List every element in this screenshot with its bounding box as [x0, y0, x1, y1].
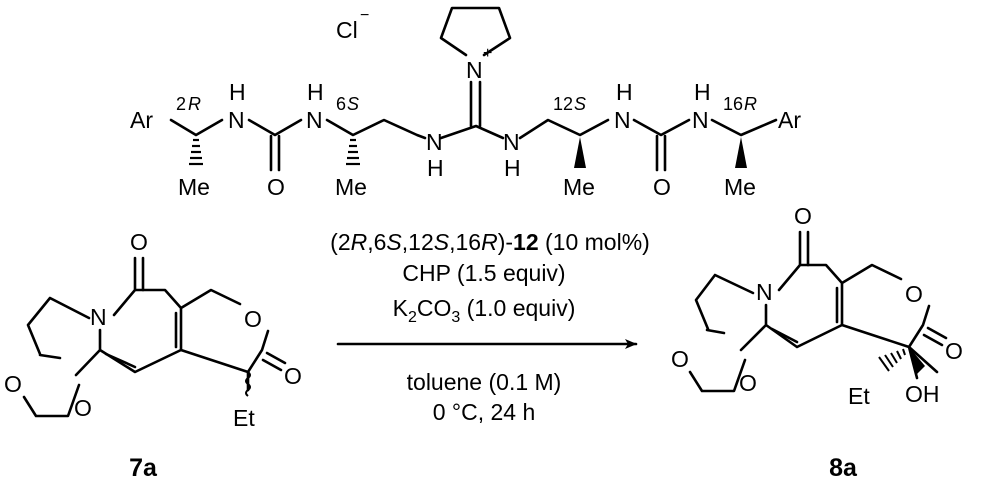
aryl-right: Ar	[778, 107, 801, 133]
hashed-bond-6S	[346, 138, 360, 166]
product-ketal-oxygen-1: O	[671, 346, 689, 372]
nh6-nitrogen: N	[692, 107, 709, 133]
reactant-ester-oxygen: O	[284, 363, 302, 389]
urea-right-oxygen: O	[653, 174, 671, 200]
product-hydroxyl: OH	[905, 381, 940, 407]
aryl-left: Ar	[130, 107, 153, 133]
catalyst-loading-line: (2R,6S,12S,16R)-12 (10 mol%)	[330, 229, 650, 255]
product-ethyl-hash	[878, 348, 906, 372]
product-ester-oxygen: O	[945, 338, 963, 364]
reactant-skeleton	[22, 256, 270, 418]
wedge-bond-16R	[735, 137, 747, 168]
nh3-nitrogen: N	[426, 129, 443, 155]
locant-2-configuration: R	[188, 94, 201, 114]
reactant-carbonyl-oxygen: O	[130, 229, 148, 255]
product-ketal-oxygen-2: O	[739, 370, 757, 396]
urea-left-oxygen: O	[267, 174, 285, 200]
locant-6-configuration: S	[347, 94, 359, 114]
chloride-charge: −	[360, 7, 369, 24]
reactant-structure: O N O O O O Et 7a	[4, 229, 302, 482]
product-skeleton	[688, 230, 939, 393]
temperature-time-line: 0 °C, 24 h	[433, 399, 536, 425]
nh2-nitrogen: N	[306, 107, 323, 133]
wavy-bond	[245, 371, 251, 397]
nh1-hydrogen: H	[229, 79, 246, 105]
product-ethyl: Et	[848, 383, 870, 409]
hashed-bond-2R	[189, 138, 203, 166]
locant-12-number: 12	[553, 94, 573, 114]
locant-6-number: 6	[336, 94, 346, 114]
reactant-ketal-oxygen-1: O	[4, 371, 22, 397]
reactant-ring-nitrogen: N	[90, 304, 107, 330]
reactant-ethyl: Et	[233, 405, 255, 431]
pyrrolidinium-ring	[439, 6, 512, 57]
reactant-label: 7a	[129, 454, 158, 482]
nh3-hydrogen: H	[427, 155, 444, 181]
nh5-nitrogen: N	[614, 107, 631, 133]
product-label: 8a	[829, 454, 858, 482]
nh4-nitrogen: N	[503, 129, 520, 155]
base-line: K2CO3 (1.0 equiv)	[393, 295, 576, 326]
product-carbonyl-oxygen: O	[794, 203, 812, 229]
pyrrolidinium-charge: +	[483, 45, 492, 62]
product-oh-wedge	[909, 347, 925, 374]
methyl-2R: Me	[178, 174, 210, 200]
reaction-conditions: (2R,6S,12S,16R)-12 (10 mol%) CHP (1.5 eq…	[330, 229, 650, 425]
methyl-6S: Me	[335, 174, 367, 200]
methyl-16R: Me	[724, 174, 756, 200]
oxidant-line: CHP (1.5 equiv)	[402, 260, 565, 286]
reactant-ketal-oxygen-2: O	[74, 395, 92, 421]
solvent-line: toluene (0.1 M)	[407, 369, 562, 395]
product-ring-nitrogen: N	[756, 279, 773, 305]
nh4-hydrogen: H	[504, 155, 521, 181]
nh1-nitrogen: N	[228, 107, 245, 133]
nh2-hydrogen: H	[307, 79, 324, 105]
locant-16-number: 16	[723, 94, 743, 114]
chloride-counterion: Cl	[336, 17, 358, 43]
methyl-12S: Me	[563, 174, 595, 200]
nh5-hydrogen: H	[616, 79, 633, 105]
locant-2-number: 2	[176, 94, 186, 114]
locant-12-configuration: S	[574, 94, 586, 114]
product-lactone-oxygen: O	[905, 281, 923, 307]
nh6-hydrogen: H	[694, 79, 711, 105]
reactant-lactone-oxygen: O	[244, 306, 262, 332]
wedge-bond-12S	[574, 137, 586, 168]
locant-16-configuration: R	[744, 94, 757, 114]
product-structure: O N O O O O Et OH 8a	[671, 203, 963, 482]
pyrrolidinium-nitrogen: N	[466, 57, 483, 83]
catalyst-structure: Cl − N + Ar	[130, 6, 801, 200]
catalyst-backbone	[169, 118, 778, 140]
guanidinium-core	[469, 80, 482, 128]
